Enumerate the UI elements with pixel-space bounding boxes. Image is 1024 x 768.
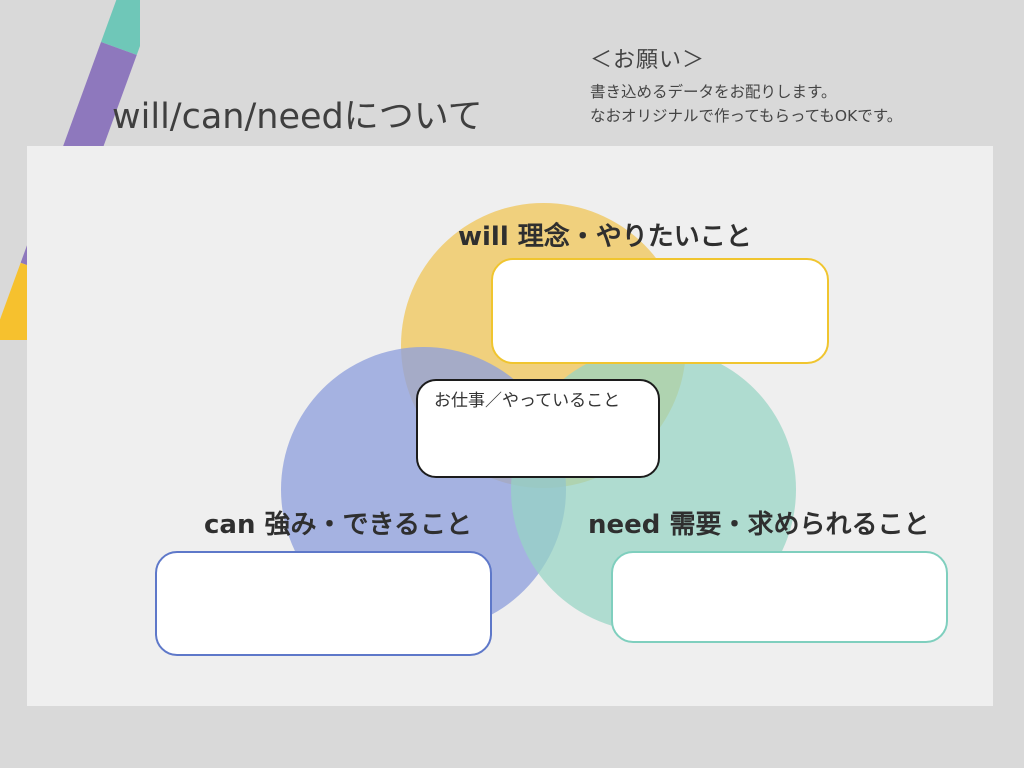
notes-heading: ＜お願い＞ (590, 48, 706, 73)
notes-line-2: なおオリジナルで作ってもらってもOKです。 (590, 107, 903, 125)
notes-block: ＜お願い＞ 書き込めるデータをお配りします。 なおオリジナルで作ってもらってもO… (590, 42, 902, 128)
will-label: will 理念・やりたいこと (458, 222, 752, 252)
will-input-box[interactable] (491, 258, 829, 364)
need-label: need 需要・求められること (588, 510, 930, 540)
notes-line-1: 書き込めるデータをお配りします。 (590, 83, 837, 101)
need-input-box[interactable] (611, 551, 948, 643)
can-label: can 強み・できること (204, 510, 472, 540)
can-input-box[interactable] (155, 551, 492, 656)
center-label: お仕事／やっていること (434, 391, 621, 411)
slide-title: will/can/needについて (112, 97, 483, 137)
center-input-box[interactable]: お仕事／やっていること (416, 379, 660, 478)
